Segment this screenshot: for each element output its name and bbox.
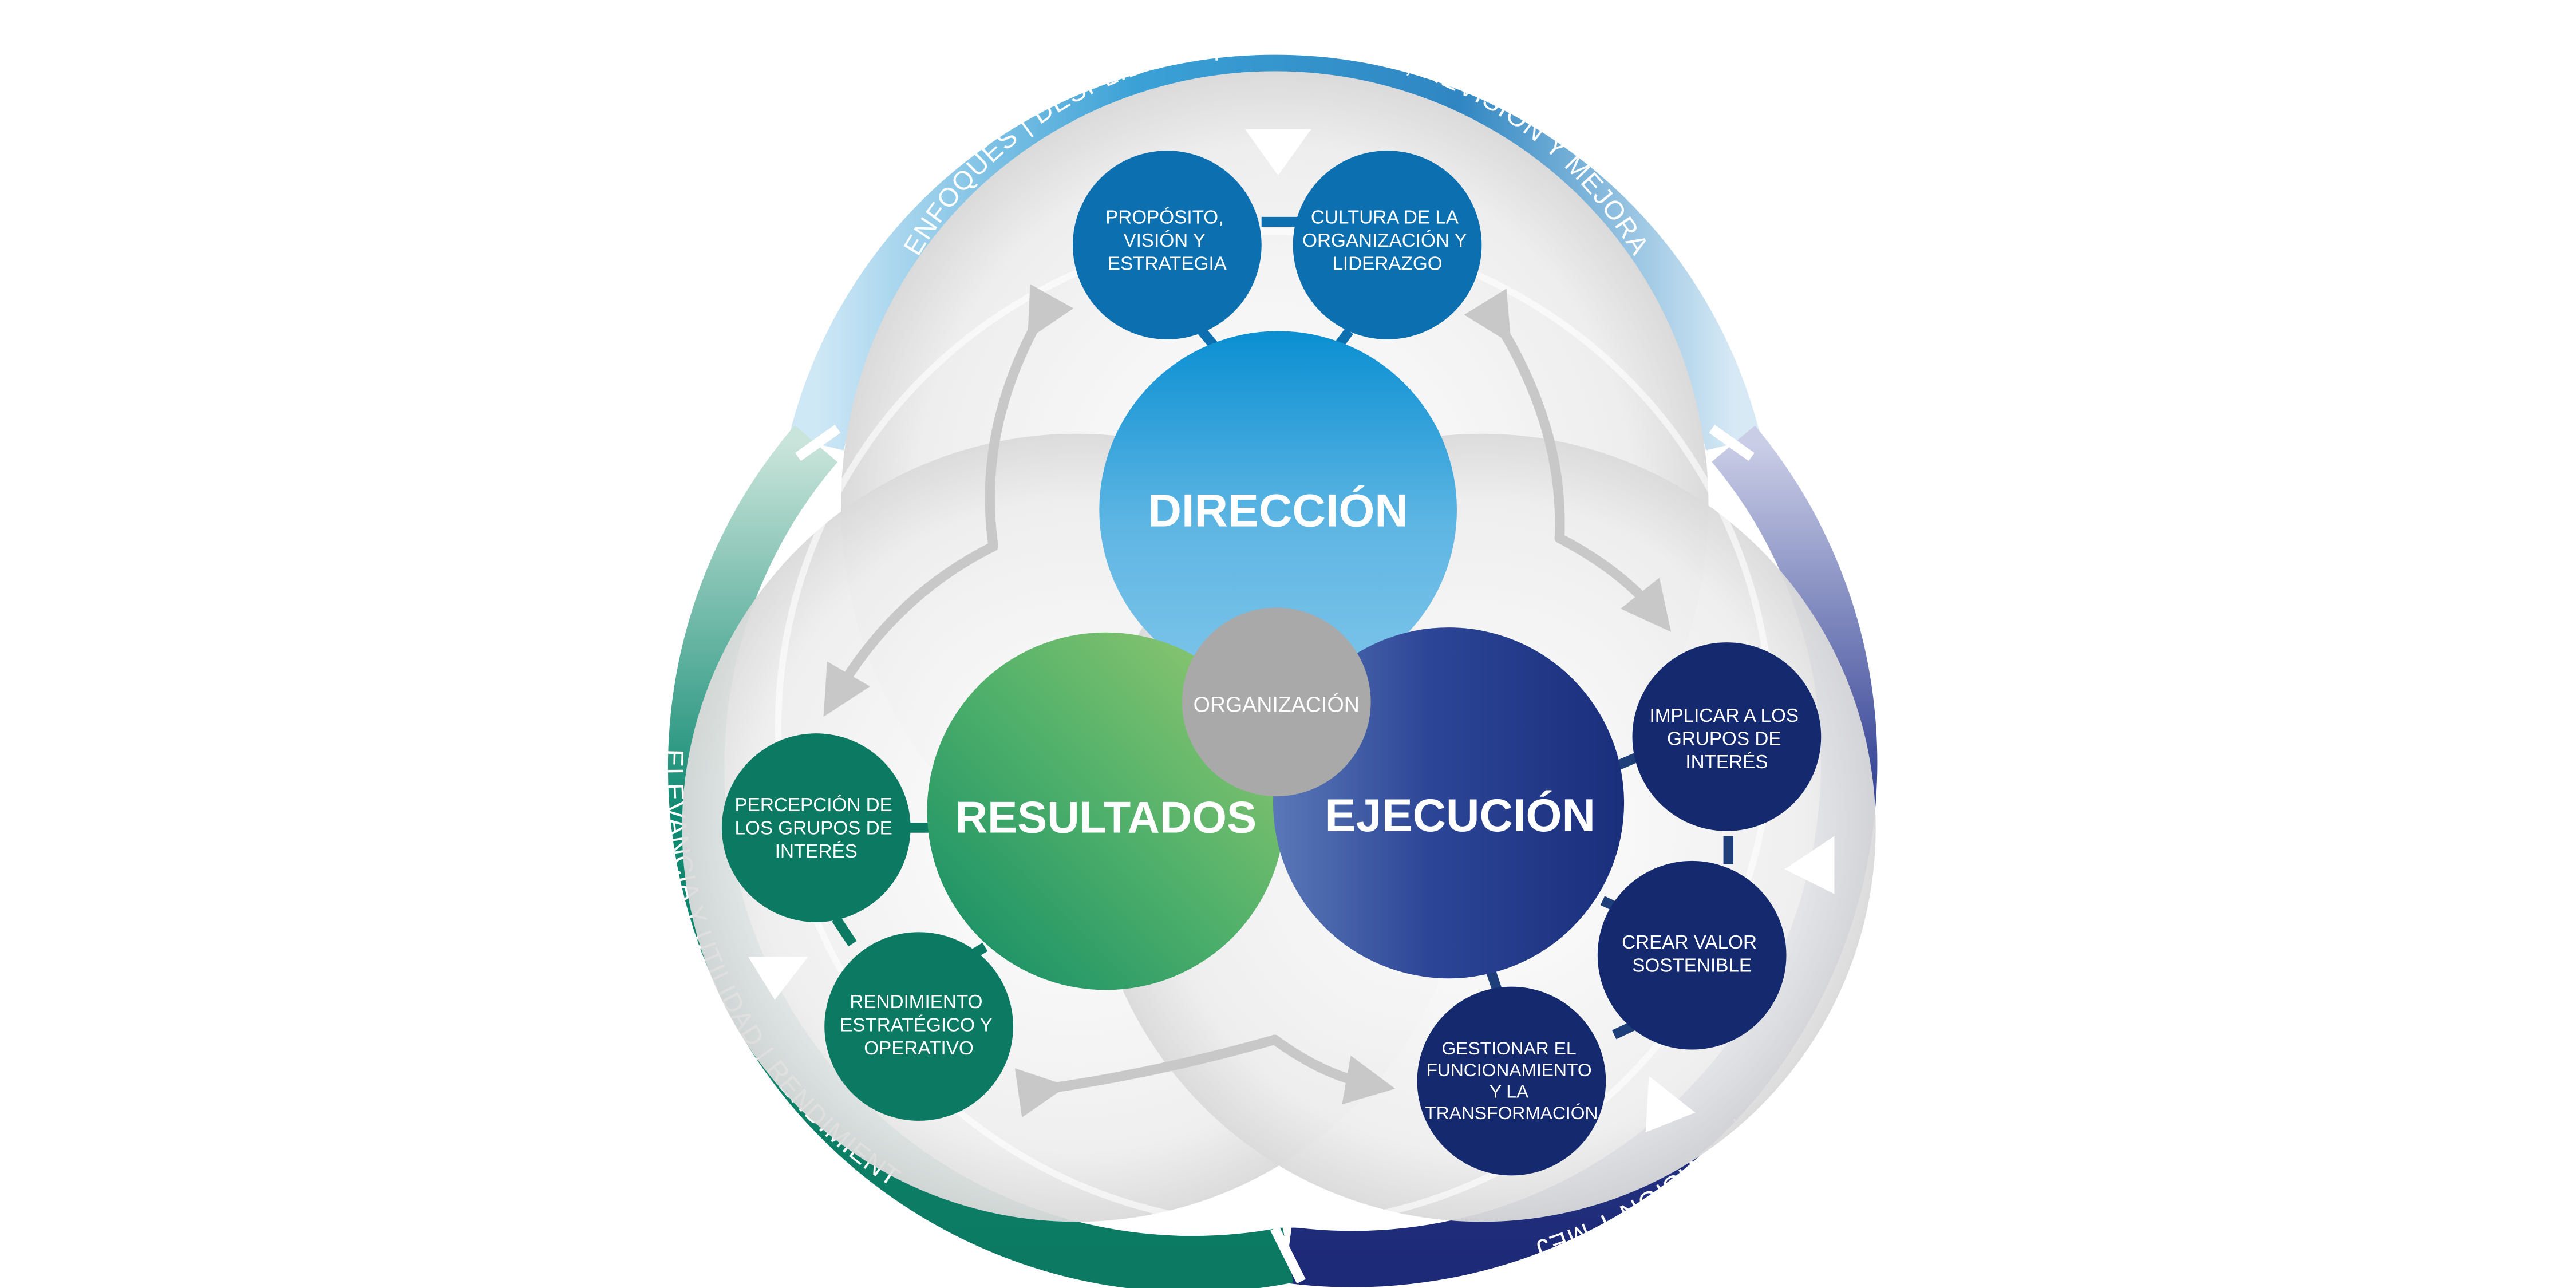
criterion-cultura: CULTURA DE LA ORGANIZACIÓN Y LIDERAZGO (1293, 151, 1482, 339)
criterion-label: PERCEPCIÓN DE LOS GRUPOS DE INTERÉS (734, 794, 898, 862)
block-direccion (1099, 331, 1457, 689)
center-organizacion: ORGANIZACIÓN (1182, 607, 1371, 797)
criterion-implicar: IMPLICAR A LOS GRUPOS DE INTERÉS (1632, 642, 1822, 831)
criterion-label: CREAR VALOR SOSTENIBLE (1622, 932, 1762, 976)
center-label: ORGANIZACIÓN (1194, 693, 1360, 717)
criterion-rendimiento: RENDIMIENTO ESTRATÉGICO Y OPERATIVO (824, 932, 1013, 1121)
block-label-ejecucion: EJECUCIÓN (1325, 789, 1595, 841)
criterion-crear: CREAR VALOR SOSTENIBLE (1597, 860, 1787, 1050)
criterion-label: CULTURA DE LA ORGANIZACIÓN Y LIDERAZGO (1302, 207, 1472, 274)
triangle-marker-top (1244, 129, 1311, 176)
ring-triangles (748, 129, 1835, 1133)
criterion-proposito: PROPÓSITO, VISIÓN Y ESTRATEGIA (1073, 151, 1262, 339)
triangle-marker-left (748, 957, 808, 1000)
criterion-label: IMPLICAR A LOS GRUPOS DE INTERÉS (1649, 705, 1804, 773)
triangle-marker-right-upper (1784, 836, 1835, 894)
criterion-label: RENDIMIENTO ESTRATÉGICO Y OPERATIVO (840, 991, 998, 1059)
triangle-marker-right-lower (1645, 1076, 1696, 1133)
criterion-label: GESTIONAR EL FUNCIONAMIENTO Y LA TRANSFO… (1425, 1038, 1598, 1123)
criterion-gestionar: GESTIONAR EL FUNCIONAMIENTO Y LA TRANSFO… (1417, 986, 1606, 1176)
criterion-label: PROPÓSITO, VISIÓN Y ESTRATEGIA (1105, 206, 1229, 274)
block-label-direccion: DIRECCIÓN (1148, 485, 1408, 537)
flow-arrows (823, 284, 1672, 1118)
criterion-percepcion: PERCEPCIÓN DE LOS GRUPOS DE INTERÉS (721, 733, 911, 922)
block-label-resultados: RESULTADOS (955, 792, 1257, 843)
